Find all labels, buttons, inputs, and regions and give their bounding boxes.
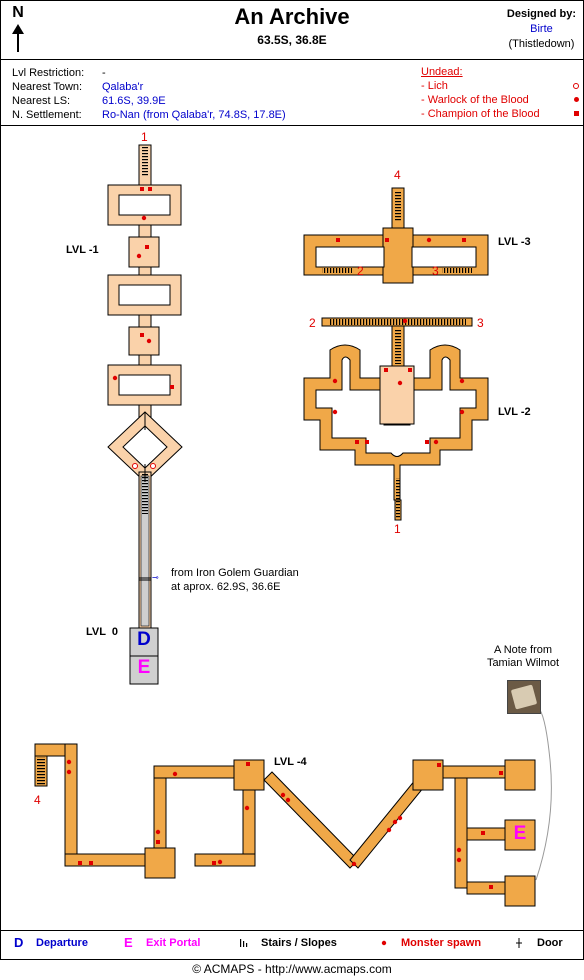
scroll-note-icon[interactable]	[507, 680, 541, 714]
info-label: Lvl Restriction:	[12, 67, 85, 79]
marker-3-lvl3: 3	[432, 264, 439, 278]
legend-departure: Departure	[36, 937, 88, 949]
legend-divider	[0, 930, 584, 931]
legend-e-symbol: E	[124, 935, 133, 950]
marker-1-top: 1	[141, 130, 148, 144]
note-label: A Note from Tamian Wilmot	[484, 644, 562, 670]
footer-credit[interactable]: © ACMAPS - http://www.acmaps.com	[192, 962, 392, 976]
note-line: A Note from	[493, 644, 553, 656]
level-minus-4	[34, 743, 536, 907]
page-title: An Archive	[234, 4, 350, 29]
info-block: Lvl Restriction:- Nearest Town:Qalaba'r …	[12, 66, 286, 122]
annotation-line: from Iron Golem Guardian	[171, 567, 299, 579]
legend-stairs: Stairs / Slopes	[261, 937, 337, 949]
marker-2-lvl3: 2	[357, 264, 364, 278]
designer-name[interactable]: Birte	[530, 23, 553, 35]
annotation-line: at aprox. 62.9S, 36.6E	[171, 581, 281, 593]
exit-marker-lvl0[interactable]: E	[137, 657, 151, 678]
info-row-settlement: N. Settlement: Ro-Nan (from Qalaba'r, 74.…	[12, 108, 286, 122]
departure-marker[interactable]: D	[137, 629, 151, 650]
designer-server: (Thistledown)	[508, 38, 575, 50]
undead-item-lich: - Lich	[421, 79, 581, 93]
undead-item-champion: - Champion of the Blood	[421, 107, 581, 121]
label-lvl-minus-2: LVL -2	[498, 406, 531, 418]
info-divider	[0, 125, 584, 126]
info-label: Nearest Town:	[12, 81, 83, 93]
iron-golem-annotation: from Iron Golem Guardian at aprox. 62.9S…	[171, 566, 299, 594]
dot-icon	[574, 97, 579, 102]
dungeon-coords: 63.5S, 36.8E	[257, 33, 327, 47]
ring-icon	[573, 83, 579, 89]
label-lvl-0: LVL 0	[86, 626, 118, 638]
info-value[interactable]: Ro-Nan (from Qalaba'r, 74.8S, 17.8E)	[102, 109, 286, 121]
undead-heading: Undead:	[421, 66, 463, 78]
label-lvl-minus-1: LVL -1	[66, 244, 99, 256]
north-letter: N	[12, 4, 24, 21]
label-lvl-minus-3: LVL -3	[498, 236, 531, 248]
designed-label: Designed by:	[506, 8, 576, 20]
legend-icons	[240, 938, 522, 948]
info-row-level: Lvl Restriction: -	[12, 66, 286, 80]
info-value: -	[102, 67, 106, 79]
note-line: Tamian Wilmot	[486, 657, 560, 669]
info-value[interactable]: Qalaba'r	[102, 81, 144, 93]
legend-exit-portal: Exit Portal	[146, 937, 201, 949]
marker-4-lvl3: 4	[394, 168, 401, 182]
designer-block: Designed by: Birte (Thistledown)	[507, 7, 576, 52]
info-label: N. Settlement:	[12, 109, 82, 121]
legend-door: Door	[537, 937, 563, 949]
marker-2-lvl2: 2	[309, 316, 316, 330]
spawn-markers	[66, 187, 503, 889]
info-label: Nearest LS:	[12, 95, 71, 107]
marker-4-lvl4: 4	[34, 793, 41, 807]
undead-item-label: - Lich	[421, 80, 448, 92]
label-lvl-minus-4: LVL -4	[274, 756, 307, 768]
north-arrow-icon: N	[8, 4, 28, 54]
undead-item-label: - Champion of the Blood	[421, 108, 540, 120]
header-divider	[0, 59, 584, 60]
marker-3-lvl2: 3	[477, 316, 484, 330]
legend-d-symbol: D	[14, 935, 24, 950]
square-icon	[574, 111, 579, 116]
exit-marker-lvl4[interactable]: E	[513, 823, 527, 844]
svg-text:⊸: ⊸	[152, 573, 159, 582]
undead-item-label: - Warlock of the Blood	[421, 94, 529, 106]
info-row-ls: Nearest LS: 61.6S, 39.9E	[12, 94, 286, 108]
marker-1-lvl2: 1	[394, 522, 401, 536]
info-row-town: Nearest Town: Qalaba'r	[12, 80, 286, 94]
info-value[interactable]: 61.6S, 39.9E	[102, 95, 166, 107]
undead-list: Undead: - Lich - Warlock of the Blood - …	[421, 65, 581, 121]
undead-item-warlock: - Warlock of the Blood	[421, 93, 581, 107]
legend-spawn: Monster spawn	[401, 937, 482, 949]
